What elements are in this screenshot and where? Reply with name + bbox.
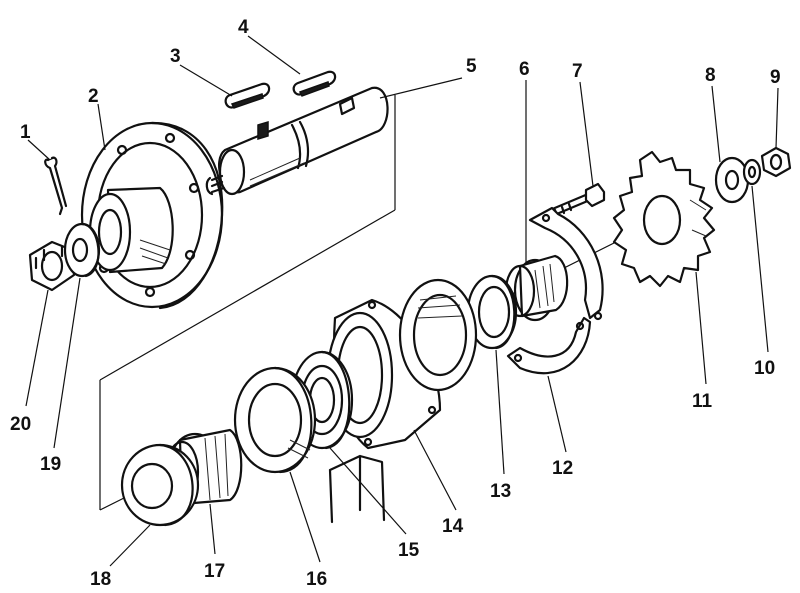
callout-12: 12 [552, 458, 573, 479]
part-washer [714, 156, 750, 204]
callout-10: 10 [754, 358, 775, 379]
part-lock-washer [742, 158, 762, 186]
callout-7: 7 [572, 61, 583, 82]
part-key-3 [224, 82, 271, 109]
callout-14: 14 [442, 516, 464, 537]
callout-18: 18 [90, 569, 111, 590]
part-end-cap [120, 443, 200, 527]
callout-20: 20 [10, 414, 31, 435]
part-nut [760, 146, 792, 178]
callout-15: 15 [398, 540, 420, 561]
callout-1: 1 [20, 122, 31, 143]
callout-9: 9 [770, 67, 781, 88]
part-bolt [548, 182, 606, 218]
part-seal-cup [233, 366, 317, 474]
callout-4: 4 [238, 17, 249, 38]
part-clamp-upper [528, 206, 604, 321]
part-clamp-half [506, 316, 592, 375]
part-cotter-pin [44, 156, 68, 216]
callout-13: 13 [490, 481, 511, 502]
part-thrust-washer [63, 222, 101, 278]
callout-8: 8 [705, 65, 716, 86]
part-key-4 [292, 70, 337, 97]
leader-lines [25, 35, 779, 567]
part-sprocket [612, 150, 716, 288]
callout-11: 11 [692, 391, 713, 412]
callout-6: 6 [519, 59, 530, 80]
callout-17: 17 [204, 561, 225, 582]
callout-5: 5 [466, 56, 477, 77]
part-bearing-housing [326, 278, 478, 450]
callout-labels: 1 2 3 4 5 6 7 8 9 10 11 12 13 14 15 16 1… [10, 17, 781, 590]
part-spacer-sleeve [504, 254, 569, 322]
callout-19: 19 [40, 454, 61, 475]
callout-3: 3 [170, 46, 181, 67]
callout-16: 16 [306, 569, 327, 590]
part-castle-nut [28, 240, 76, 292]
part-shaft [205, 86, 389, 196]
part-flanged-hub [80, 121, 224, 310]
support-plate [328, 454, 386, 524]
callout-2: 2 [88, 86, 99, 107]
